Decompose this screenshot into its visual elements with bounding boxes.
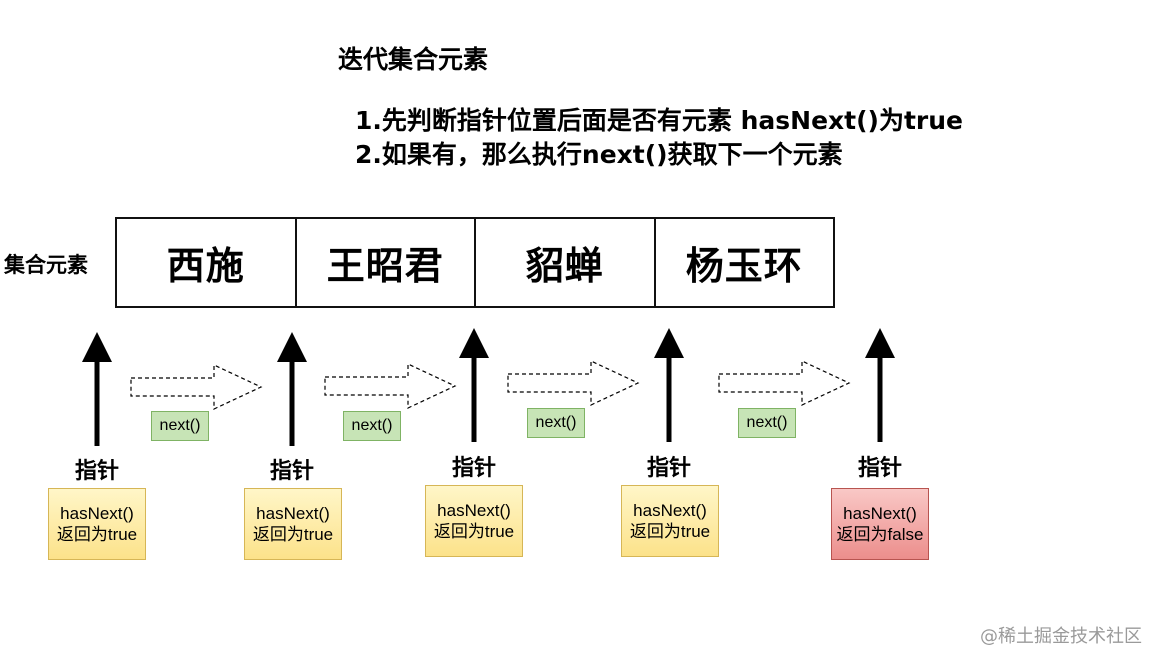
pointer-label: 指针 [857, 456, 902, 481]
next-call-box: next() [527, 408, 585, 438]
move-arrow [324, 363, 457, 409]
hasnext-method: hasNext() [633, 501, 707, 520]
element-cell: 貂蝉 [474, 219, 654, 306]
pointer-label: 指针 [74, 459, 119, 484]
next-call-box: next() [343, 411, 401, 441]
pointer-label: 指针 [451, 456, 496, 481]
diagram-title: 迭代集合元素 [338, 45, 489, 74]
step-two-text: 2.如果有，那么执行next()获取下一个元素 [355, 140, 843, 169]
move-arrow [130, 364, 263, 410]
hasnext-result-box: hasNext() 返回为true [425, 485, 523, 557]
pointer-label: 指针 [646, 456, 691, 481]
hasnext-result-box: hasNext() 返回为true [621, 485, 719, 557]
hasnext-result: 返回为true [629, 522, 711, 541]
pointer-arrow [277, 332, 307, 446]
pointer-label: 指针 [269, 459, 314, 484]
element-cell: 西施 [166, 244, 245, 288]
collection-label: 集合元素 [4, 253, 88, 277]
hasnext-result-box-false: hasNext() 返回为false [831, 488, 929, 560]
hasnext-method: hasNext() [60, 504, 134, 523]
pointer-arrow [82, 332, 112, 446]
next-call-box: next() [738, 408, 796, 438]
step-one-text: 1.先判断指针位置后面是否有元素 hasNext()为true [355, 106, 963, 135]
element-cell: 王昭君 [294, 219, 475, 306]
hasnext-method: hasNext() [256, 504, 330, 523]
move-arrow [718, 360, 851, 406]
next-call-box: next() [151, 411, 209, 441]
hasnext-method: hasNext() [437, 501, 511, 520]
hasnext-result: 返回为true [252, 525, 334, 544]
collection-elements-row: 西施 王昭君 貂蝉 杨玉环 [115, 217, 835, 308]
move-arrow [507, 360, 640, 406]
hasnext-result-box: hasNext() 返回为true [244, 488, 342, 560]
element-cell: 杨玉环 [653, 219, 834, 306]
pointer-arrow [865, 328, 895, 442]
watermark: @稀土掘金技术社区 [980, 626, 1142, 647]
hasnext-method: hasNext() [843, 504, 917, 523]
hasnext-result: 返回为true [433, 522, 515, 541]
pointer-arrow [654, 328, 684, 442]
hasnext-result: 返回为true [56, 525, 138, 544]
pointer-arrow [459, 328, 489, 442]
hasnext-result-box: hasNext() 返回为true [48, 488, 146, 560]
hasnext-result: 返回为false [836, 525, 924, 544]
